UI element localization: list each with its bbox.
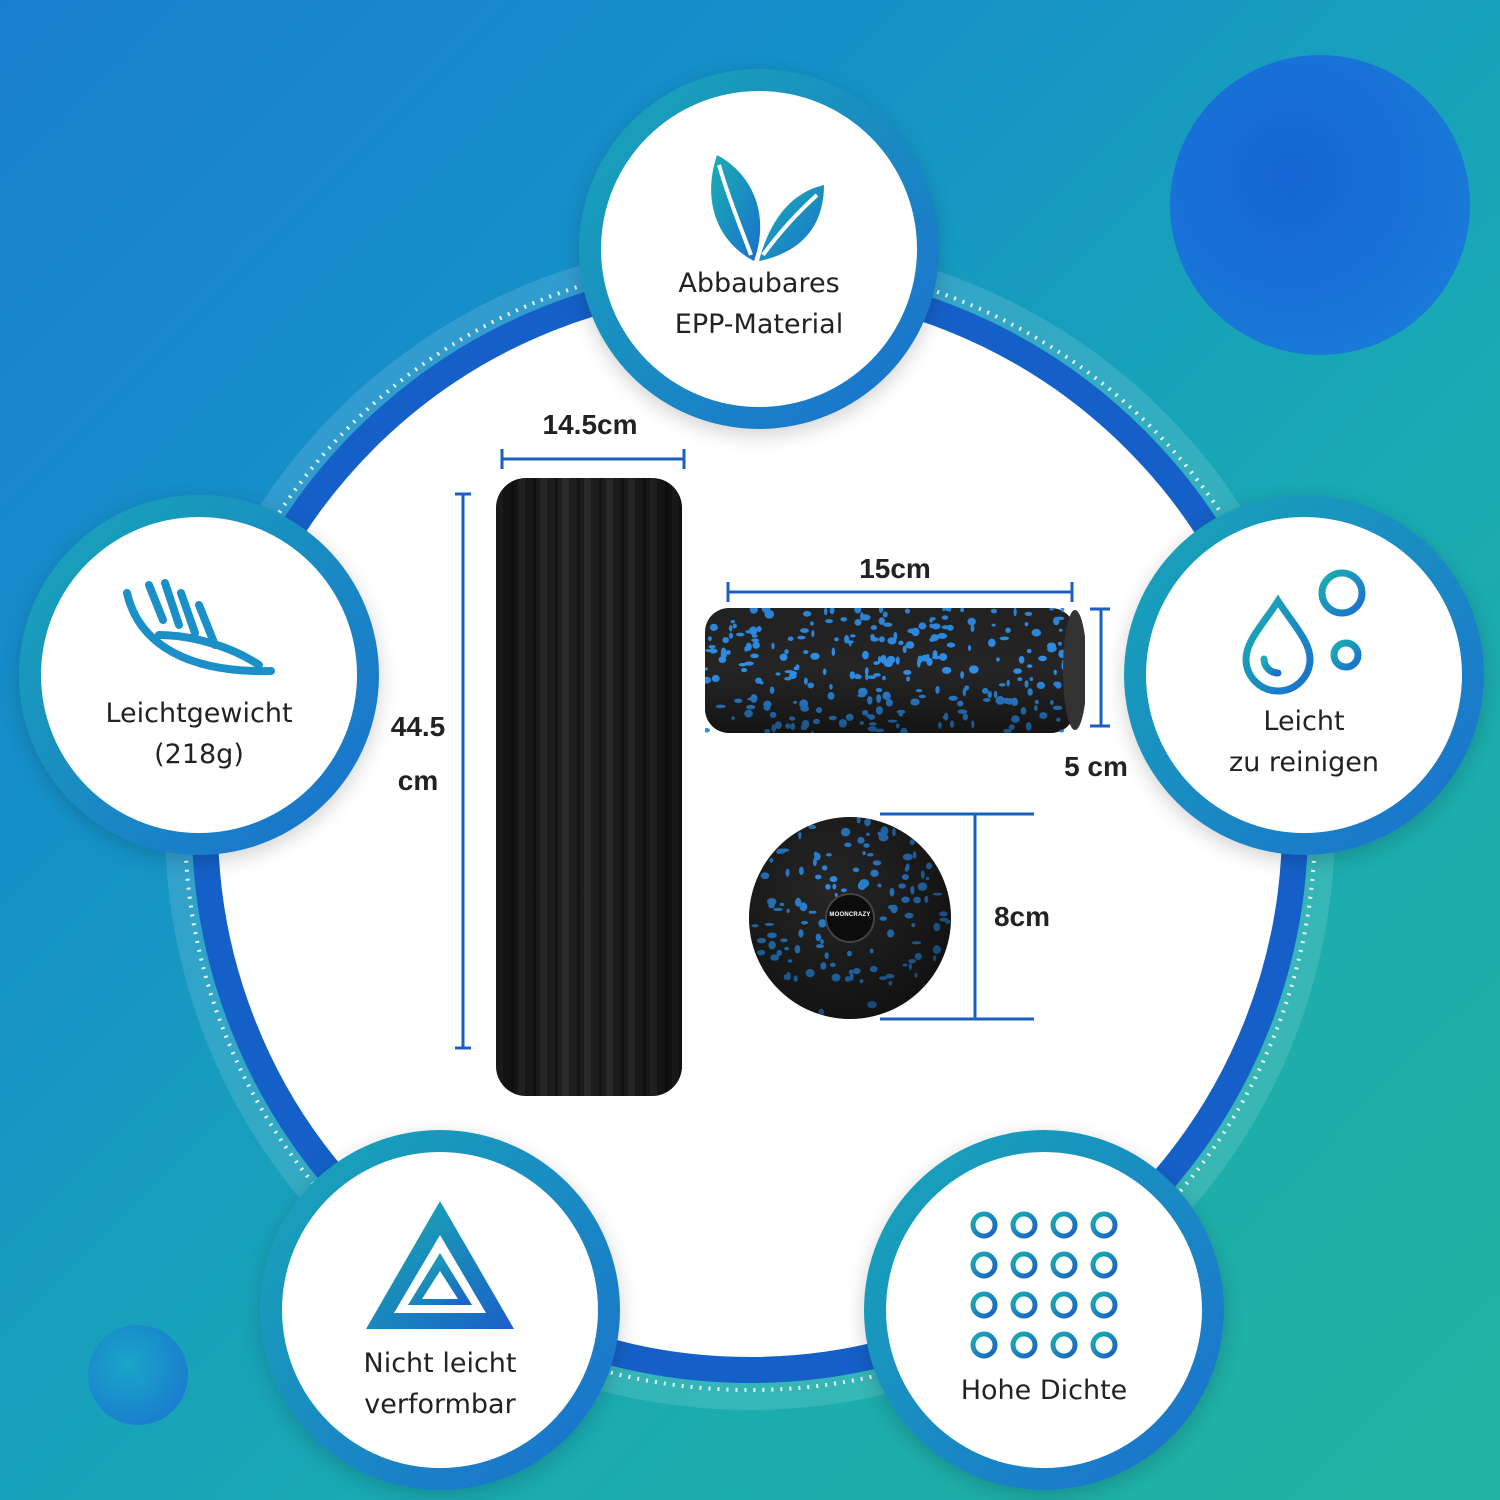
feature-label: Hohe Dichte bbox=[960, 1374, 1128, 1406]
feature-cleaning: Leicht zu reinigen bbox=[1124, 495, 1484, 855]
feature-label: Leichtgewicht (218g) bbox=[105, 698, 293, 770]
leaf-icon bbox=[711, 155, 824, 261]
feature-shape-stable: Nicht leicht verformbar bbox=[260, 1130, 620, 1490]
dim-large-roller-height: 44.5 cm bbox=[390, 711, 446, 796]
dim-small-roller-length: 15cm bbox=[859, 553, 931, 584]
ball-logo: MOONCRAZY bbox=[829, 912, 871, 918]
grid-nodes-icon bbox=[970, 1211, 1118, 1358]
feature-weight: Leichtgewicht (218g) bbox=[19, 495, 379, 855]
massage-ball: MOONCRAZY bbox=[748, 815, 952, 1021]
feature-material: Abbaubares EPP-Material bbox=[579, 69, 939, 429]
feature-density: Hohe Dichte bbox=[864, 1130, 1224, 1490]
dim-small-roller-diameter: 5 cm bbox=[1064, 751, 1128, 782]
decor-circle-top-right bbox=[1170, 55, 1470, 355]
dim-ball-diameter: 8cm bbox=[993, 901, 1051, 932]
small-foam-roller bbox=[701, 603, 1087, 736]
dim-large-roller-width: 14.5cm bbox=[542, 409, 638, 440]
triangle-icon bbox=[366, 1201, 514, 1329]
feature-label: Leicht zu reinigen bbox=[1229, 706, 1379, 778]
feature-label: Nicht leicht verformbar bbox=[363, 1348, 517, 1420]
decor-circle-bottom-left bbox=[88, 1325, 188, 1425]
large-foam-roller bbox=[496, 478, 682, 1096]
feature-label: Abbaubares EPP-Material bbox=[674, 268, 844, 340]
feather-icon bbox=[123, 579, 275, 676]
water-drop-icon bbox=[1242, 569, 1366, 695]
